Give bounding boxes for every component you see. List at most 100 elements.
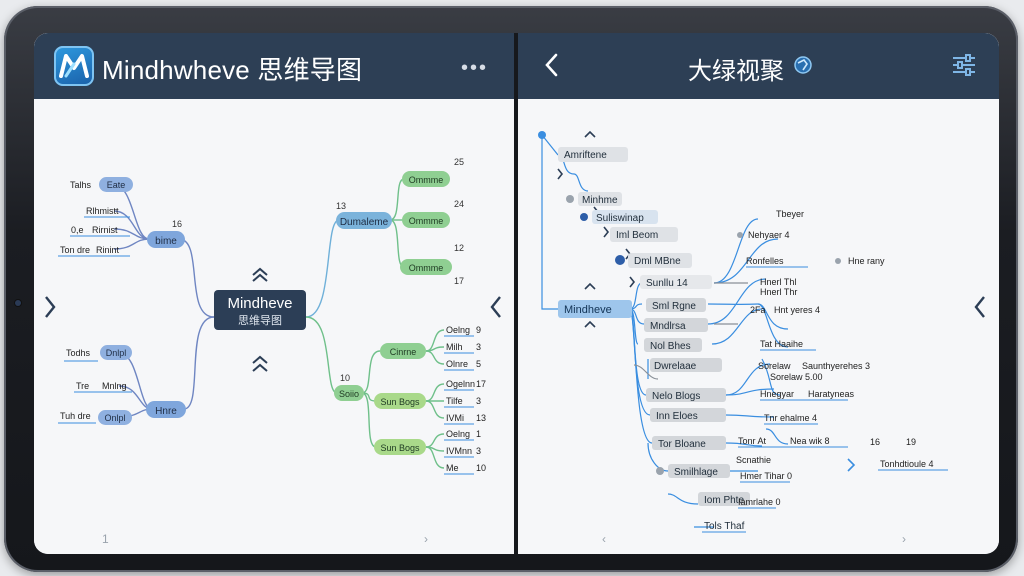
tree-node[interactable]: Tor Bloane [652,436,726,450]
tree-node[interactable]: Nelo Blogs [646,388,726,402]
right-pane-next-icon[interactable] [974,296,985,318]
tree-node[interactable]: Sml Rgne [646,298,706,312]
collapse-icon[interactable] [584,282,596,290]
detail-label: 19 [906,437,916,447]
leaf-label[interactable]: Oelng [446,429,470,439]
svg-text:Iom Phte: Iom Phte [704,495,744,506]
leaf-label[interactable]: Oelng [446,325,470,335]
leaf-number: 5 [476,359,481,369]
leaf-label[interactable]: IVMi [446,413,464,423]
branch-node-b4[interactable]: Soiio [334,385,364,401]
detail-label[interactable]: Nea wik 8 [790,436,830,446]
detail-label[interactable]: Tnr ehalme 4 [764,413,817,423]
left-app-bar: Mindhwheve 思维导图 ••• [34,33,514,99]
detail-label[interactable]: Sorelaw [758,361,791,371]
central-node-title: Mindheve [227,295,292,312]
leaf-label[interactable]: Olnre [446,359,468,369]
expand-down-icon[interactable] [252,355,268,372]
tree-node[interactable]: Suliswinap [580,210,658,224]
left-pane-next-icon[interactable] [490,296,501,318]
tree-node[interactable]: Amriftene [558,147,628,162]
more-options-icon[interactable]: ••• [460,57,488,79]
detail-label[interactable]: Tat Haaihe [760,339,803,349]
collapse-icon[interactable] [584,320,596,328]
sub-node[interactable]: Cinrne [380,343,426,359]
leaf-node[interactable]: Ommme [402,171,450,187]
detail-label[interactable]: Nehyaer 4 [748,230,790,240]
tree-node[interactable]: Sunllu 14 [640,275,712,289]
leaf-label[interactable]: Mnlng [102,381,127,391]
detail-label[interactable]: Tonhdtioule 4 [880,459,934,469]
detail-label[interactable]: Haratyneas [808,389,855,399]
detail-label[interactable]: Hnerl Thr [760,287,797,297]
leaf-node[interactable]: Dnlpl [100,345,132,360]
right-footer-next-icon[interactable]: › [902,532,906,546]
branch-node-b1[interactable]: bime [147,231,185,248]
detail-label[interactable]: Hnegyar [760,389,794,399]
globe-icon[interactable] [792,54,814,76]
tree-node[interactable]: Inn Eloes [650,408,726,422]
tree-node[interactable]: Iml Beom [610,227,678,242]
leaf-number: 3 [476,446,481,456]
leaf-node[interactable]: Eate [99,177,133,192]
leaf-label[interactable]: Rlhmistt [86,206,119,216]
tree-node[interactable]: Tols Thaf [702,521,746,533]
central-node[interactable]: Mindheve 思维导图 [214,290,306,330]
tree-node[interactable]: Smilhlage [656,464,730,478]
leaf-node[interactable]: Ommme [400,259,452,275]
detail-label[interactable]: Hmer Tihar 0 [740,471,792,481]
split-divider[interactable] [514,33,518,554]
tree-node[interactable]: Dwrelaae [650,358,722,372]
logo-mark-icon [59,54,89,78]
sub-node[interactable]: Sun Bogs [374,393,426,409]
expand-icon[interactable] [847,458,856,472]
right-footer-prev-icon[interactable]: ‹ [602,532,606,546]
detail-label[interactable]: Hnt yeres 4 [774,305,820,315]
tree-node-mindheve[interactable]: Mindheve [558,300,632,318]
root-dot[interactable] [538,131,546,139]
leaf-node[interactable]: Onlpl [98,410,132,425]
expand-icon[interactable] [557,168,564,180]
detail-label[interactable]: Hne rany [848,256,885,266]
tree-node[interactable]: Mndlrsa [644,318,708,332]
leaf-number: 12 [454,243,464,253]
collapse-icon[interactable] [584,130,596,138]
leaf-label: Ommme [409,263,444,273]
sub-node[interactable]: Sun Bogs [374,439,426,455]
tree-node[interactable]: Minhme [566,192,622,206]
back-arrow-icon[interactable] [542,51,562,79]
left-footer-next-icon[interactable]: › [424,532,428,546]
detail-label[interactable]: Hnerl Thl [760,277,796,287]
tree-node[interactable]: Nol Bhes [644,338,702,352]
leaf-annotation: Ton dre [60,245,90,255]
leaf-label[interactable]: Tilfe [446,396,463,406]
svg-text:Sunllu 14: Sunllu 14 [646,278,688,289]
expand-up-icon[interactable] [252,267,268,282]
detail-label[interactable]: Iamrlahe 0 [738,497,781,507]
leaf-label[interactable]: IVMnn [446,446,472,456]
leaf-label[interactable]: Me [446,463,459,473]
tablet-bezel: Mindhwheve 思维导图 ••• [4,6,1018,572]
detail-label[interactable]: Scnathie [736,455,771,465]
detail-label[interactable]: Ronfelles [746,256,784,266]
branch-node-b3[interactable]: Hnre [146,401,186,418]
app-logo-icon[interactable] [54,46,94,86]
leaf-label[interactable]: Rirnist [92,225,118,235]
expand-icon[interactable] [603,226,610,238]
branch-node-b2[interactable]: Dumaleme [336,212,392,229]
leaf-label[interactable]: Ogelnn [446,379,475,389]
tree-node[interactable]: Dml MBne [615,253,692,268]
leaf-node[interactable]: Ommme [402,212,450,228]
leaf-label[interactable]: Rinint [96,245,120,255]
detail-label[interactable]: Tonr At [738,436,767,446]
leaf-number: 10 [476,463,486,473]
tree-node[interactable]: Iom Phte [698,492,750,506]
tree-node[interactable] [642,275,714,289]
detail-label[interactable]: Saunthyerehes 3 [802,361,870,371]
leaf-number: 9 [476,325,481,335]
settings-sliders-icon[interactable] [951,53,977,77]
leaf-label[interactable]: Milh [446,342,463,352]
left-pane-prev-icon[interactable] [45,296,56,318]
svg-text:Suliswinap: Suliswinap [596,213,644,224]
expand-icon[interactable] [629,276,636,288]
